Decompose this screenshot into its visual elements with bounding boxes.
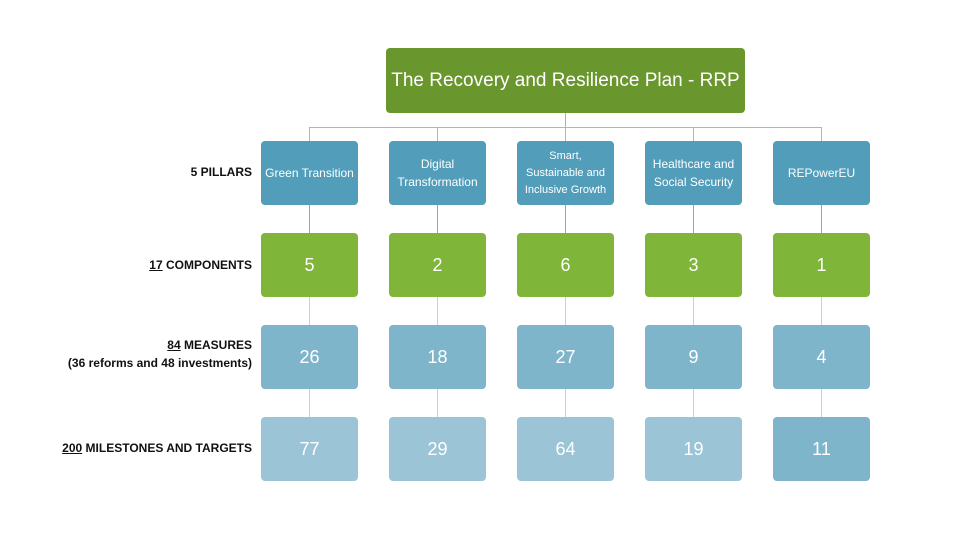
components-box: 5 [261, 233, 358, 297]
components-box: 6 [517, 233, 614, 297]
pillar-label: Smart, Sustainable and Inclusive Growth [524, 149, 607, 196]
components-value: 5 [304, 254, 315, 275]
pillar-label: REPowerEU [787, 166, 856, 180]
connector-horizontal [309, 127, 822, 128]
components-box: 1 [773, 233, 870, 297]
milestones-box: 64 [517, 417, 614, 481]
measures-value: 9 [688, 346, 699, 367]
connector-measure-milestone [309, 389, 310, 417]
milestones-value: 29 [427, 438, 448, 459]
components-value: 1 [816, 254, 827, 275]
connector-pillar-top [565, 128, 566, 141]
connector-component-measure [565, 297, 566, 325]
connector-pillar-component [821, 205, 822, 233]
pillar-label: Healthcare and Social Security [652, 157, 735, 189]
connector-measure-milestone [821, 389, 822, 417]
pillar-box: Healthcare and Social Security [645, 141, 742, 205]
measures-box: 26 [261, 325, 358, 389]
connector-pillar-component [309, 205, 310, 233]
connector-pillar-top [437, 128, 438, 141]
components-value: 2 [432, 254, 443, 275]
connector-component-measure [693, 297, 694, 325]
components-value: 3 [688, 254, 699, 275]
connector-pillar-top [309, 128, 310, 141]
pillar-box: Green Transition [261, 141, 358, 205]
milestones-count: 200 [62, 441, 83, 455]
connector-pillar-top [821, 128, 822, 141]
measures-text: MEASURES [183, 338, 252, 352]
milestones-box: 19 [645, 417, 742, 481]
pillars-text: PILLARS [200, 165, 252, 179]
pillar-label: Digital Transformation [397, 157, 478, 189]
row-label-milestones: 200 MILESTONES AND TARGETS [62, 439, 252, 457]
measures-box: 27 [517, 325, 614, 389]
milestones-box: 77 [261, 417, 358, 481]
connector-component-measure [821, 297, 822, 325]
connector-measure-milestone [565, 389, 566, 417]
connector-component-measure [437, 297, 438, 325]
row-label-pillars: 5 PILLARS [191, 163, 252, 181]
row-label-measures: 84 MEASURES (36 reforms and 48 investment… [68, 336, 252, 372]
connector-measure-milestone [437, 389, 438, 417]
row-label-components: 17 COMPONENTS [149, 256, 252, 274]
plan-title: The Recovery and Resilience Plan - RRP [391, 69, 740, 91]
measures-box: 18 [389, 325, 486, 389]
connector-pillar-component [693, 205, 694, 233]
measures-box: 4 [773, 325, 870, 389]
pillar-box: Digital Transformation [389, 141, 486, 205]
components-box: 3 [645, 233, 742, 297]
measures-value: 26 [299, 346, 320, 367]
measures-value: 4 [816, 346, 827, 367]
connector-measure-milestone [693, 389, 694, 417]
measures-box: 9 [645, 325, 742, 389]
connector-pillar-component [565, 205, 566, 233]
measures-value: 27 [555, 346, 576, 367]
milestones-value: 19 [683, 438, 704, 459]
components-text: COMPONENTS [165, 258, 252, 272]
milestones-value: 11 [812, 438, 831, 459]
connector-pillar-top [693, 128, 694, 141]
pillar-box: Smart, Sustainable and Inclusive Growth [517, 141, 614, 205]
pillar-box: REPowerEU [773, 141, 870, 205]
plan-title-box: The Recovery and Resilience Plan - RRP [386, 48, 745, 113]
components-value: 6 [560, 254, 571, 275]
components-count: 17 [149, 258, 163, 272]
components-box: 2 [389, 233, 486, 297]
measures-value: 18 [427, 346, 448, 367]
pillars-count: 5 [190, 165, 198, 179]
measures-subtext: (36 reforms and 48 investments) [67, 356, 252, 370]
milestones-value: 77 [299, 438, 320, 459]
measures-count: 84 [167, 338, 181, 352]
milestones-box: 11 [773, 417, 870, 481]
connector-pillar-component [437, 205, 438, 233]
milestones-value: 64 [555, 438, 576, 459]
milestones-text: MILESTONES AND TARGETS [85, 441, 252, 455]
connector-title [565, 113, 566, 128]
pillar-label: Green Transition [265, 166, 354, 180]
milestones-box: 29 [389, 417, 486, 481]
connector-component-measure [309, 297, 310, 325]
